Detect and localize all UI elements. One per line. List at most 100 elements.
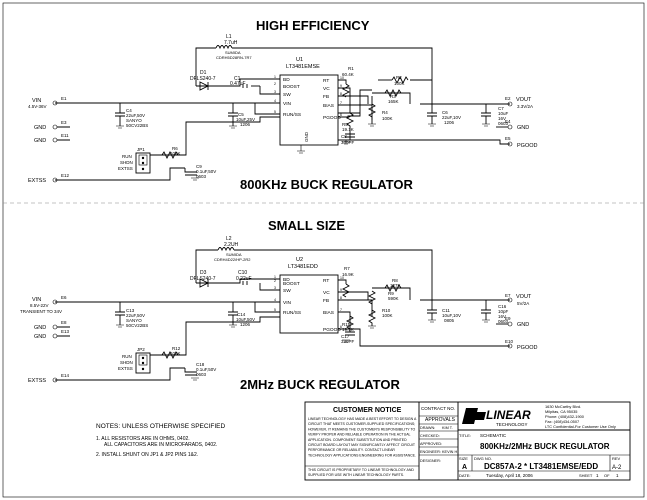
rev-value: A-2 [612,465,622,471]
designer-label: DESIGNER: [420,459,441,463]
c14-pkg: 1206 [240,322,251,327]
r5-ref: R5 [342,122,348,127]
proprietary-line: THIS CIRCUIT IS PROPRIETARY TO LINEAR TE… [308,468,414,472]
vout2-val: 5V/2A [517,301,529,306]
title-block: CUSTOMER NOTICE LINEAR TECHNOLOGY HAS MA… [304,401,631,481]
c16-val: 10pF [498,309,509,314]
r7-val: 16.9K [342,272,354,277]
dwg-value: DC857A-2 * LT3481EMSE/EDD [484,462,598,471]
pgood-label: PGOOD [517,143,538,149]
gnd-e4-label: GND [517,125,529,131]
address-line: Fax: (408)434-0507 [545,419,579,424]
address-line: Phone: (408)432-1900 [545,414,585,419]
jp1-ref: JP1 [137,147,145,152]
top-ic-pin-right-4: PGOOD [323,115,341,121]
e10-ref: E10 [505,339,514,344]
e13-ref: E13 [61,329,70,334]
top-ic-pinnum-left-3: 4 [274,99,276,103]
address-line: LTC Confidential-For Customer Use Only [545,424,616,429]
bottom-ic-pin-left-1: BOOST [283,281,300,287]
d3-ref: D3 [200,270,207,276]
date-label: DATE: [459,473,470,478]
notice-line: HOWEVER, IT REMAINS THE CUSTOMER'S RESPO… [308,427,416,431]
l1-val: 7.7uH [224,40,238,46]
notice-line: CIRCUIT BOARD LAYOUT MAY SIGNIFICANTLY A… [308,443,416,447]
e2-ref: E2 [505,96,511,101]
notice-line: TECHNOLOGY APPLICATIONS ENGINEERING FOR … [308,453,416,457]
drawn-by: KIM T. [442,426,453,430]
vout2-label: VOUT [516,294,532,300]
bottom-ic-pinnum-right-0: 10 [340,276,344,280]
top-header: HIGH EFFICIENCY [256,18,370,33]
gnd-e8-label: GND [34,325,46,331]
bottom-ic-pinnum-right-2: 8 [340,296,342,300]
top-ic-pinnum-right-3: 7 [340,101,342,105]
top-ic-pinnum-left-4: 5 [274,110,276,114]
notes-block: NOTES: UNLESS OTHERWISE SPECIFIED 1. ALL… [96,423,225,458]
bottom-ic-pin-right-1: VC [323,290,330,296]
c16-v: 16V [498,314,506,319]
gnd-e11-label: GND [34,138,46,144]
gnd-e3-label: GND [34,125,46,131]
r2-ref: R2 [396,75,402,80]
c13-mfr: SANYO [126,318,142,323]
address-line: Milpitas, CA 95035 [545,409,577,414]
e7-ref: E7 [505,293,511,298]
jp2-extss: EXTSS [118,366,133,371]
r9-ref: R9 [388,291,394,296]
top-ic-pinnum-left-2: 3 [274,90,276,94]
gnd-e9-label: GND [517,322,529,328]
bottom-ic-pinnum-right-1: 9 [340,288,342,292]
top-ic-pin-left-3: VIN [283,101,292,107]
c11-pkg: 0805 [444,318,455,323]
l2-val: 2.2UH [224,242,239,248]
subtitle-value: 800KHz/2MHz BUCK REGULATOR [480,442,610,451]
r1-val: 60.4K [342,72,354,77]
bottom-footer: 2MHz BUCK REGULATOR [240,377,400,392]
c18-val: 0.1uF,50V [196,367,216,372]
c7-ref: C7 [498,106,504,111]
c8-val: 330PF [341,140,355,145]
ic-u2-part: LT3481EDD [288,264,318,270]
bottom-ic-pin-right-3: BIAS [323,310,334,316]
top-ic-pin-right-0: RT [323,78,329,84]
size-value: A [462,464,467,471]
approved-label: APPROVED: [420,442,442,446]
customer-notice-title: CUSTOMER NOTICE [333,407,402,414]
jp1-run: RUN [122,154,132,159]
bottom-ic-pin-right-4: PGOOD [323,327,341,333]
proprietary-line: SUPPLIED FOR USE WITH LINEAR TECHNOLOGY … [308,473,404,477]
c7-v: 16V [498,116,506,121]
l1-mfr: SUMIDA [225,50,241,55]
c9-pkg: 0603 [196,174,207,179]
bottom-ic-pinnum-left-1: 2 [274,279,276,283]
c8-ref: C8 [341,134,347,139]
r11-ref: R11 [342,322,350,327]
c13-ref: C13 [126,308,135,313]
bottom-ic-pin-left-4: RUN/SS [283,310,301,316]
r3-ref: R3 [390,94,396,99]
address-line: 1630 McCarthy Blvd. [545,404,581,409]
r11-val: 19.1K [342,327,354,332]
c16-pkg: 0603 [498,319,509,324]
sheet-total: 1 [616,473,619,478]
bottom-header: SMALL SIZE [268,218,345,233]
notice-line: CIRCUIT THAT MEETS CUSTOMER-SUPPLIED SPE… [308,422,415,426]
l1-pn: CDRH5D28RN-7R7 [216,55,252,60]
jp2-shdn: SHDN [120,360,133,365]
c10-val: 0.22uF [236,276,252,282]
l2-pn: CDRH4D22/HP-2R2 [214,257,251,262]
c9-val: 0.1uF,50V [196,169,216,174]
r3-val: 165K [388,99,399,104]
c1-val: 0.47uF [230,81,246,87]
top-ic-pin-right-3: BIAS [323,103,334,109]
engineer-label: ENGINEER: [420,450,441,454]
vin2-note: TRANSIENT TO 34V [20,309,62,314]
c11-val: 10uF,10V [442,313,461,318]
e11-ref: E11 [61,133,69,138]
extss-label: EXTSS [28,178,46,184]
bottom-circuit: SMALL SIZE 2MHz BUCK REGULATOR U2 LT3481… [20,218,538,392]
d3-pn: DFLS240-7 [190,276,216,282]
notice-line: PERFORMANCE OR RELIABILITY. CONTACT LINE… [308,448,395,452]
